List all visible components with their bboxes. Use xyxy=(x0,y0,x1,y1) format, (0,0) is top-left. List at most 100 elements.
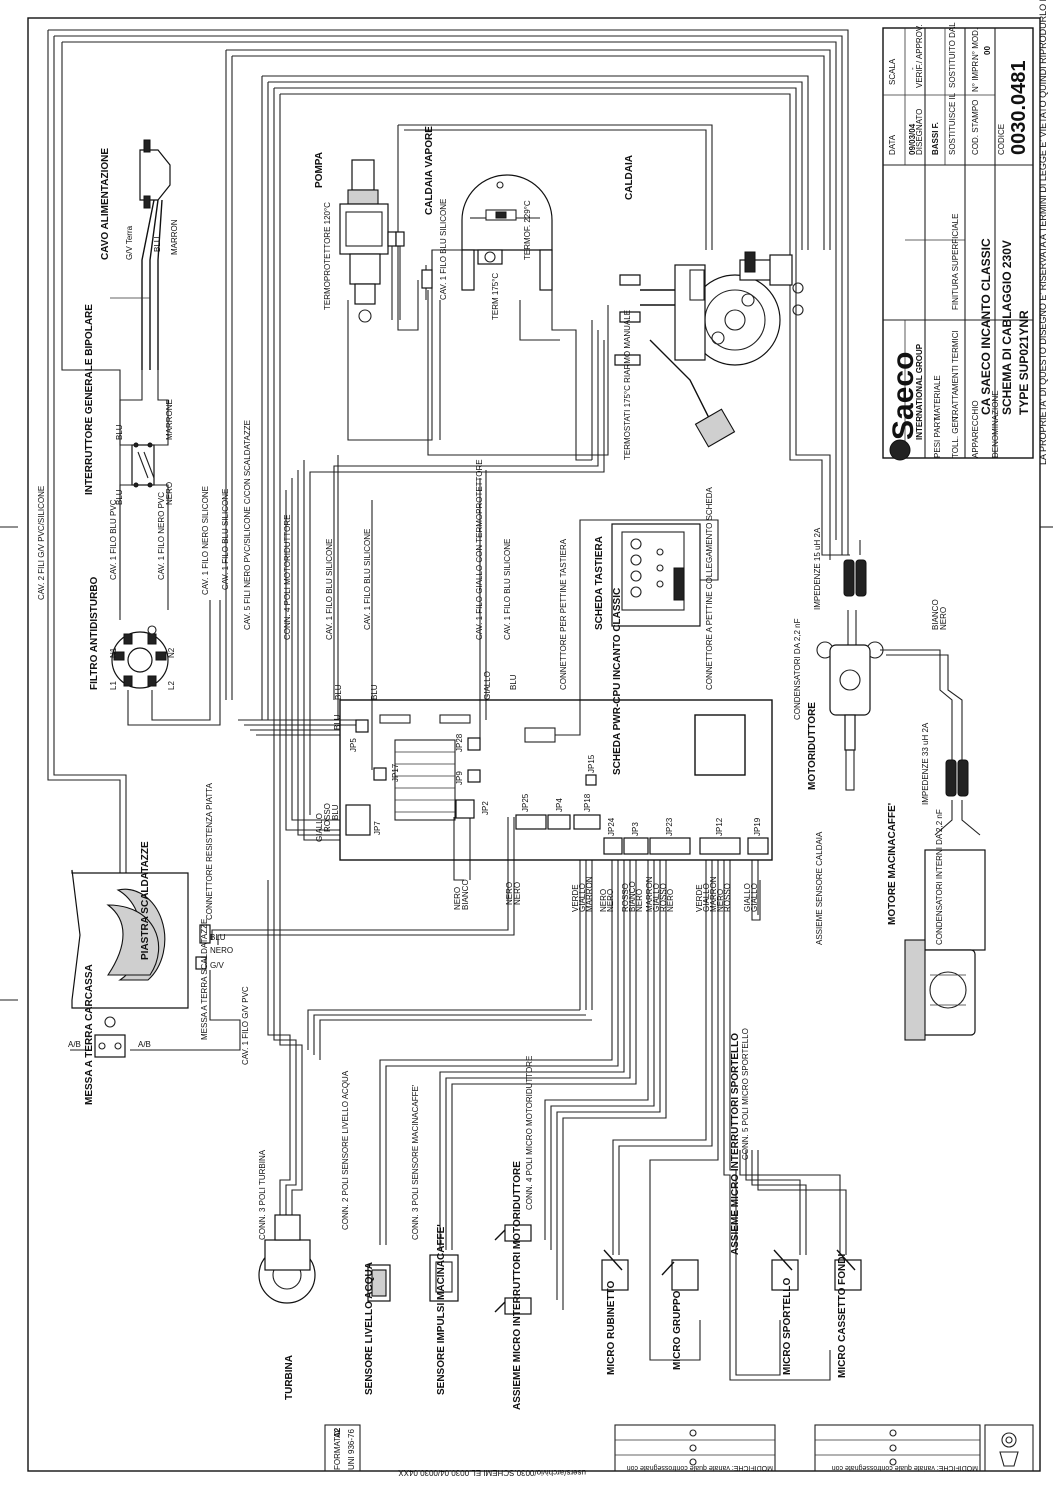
term175-label: TERM 175°C xyxy=(491,273,500,320)
marrone-label-sw: MARRONE xyxy=(165,399,174,440)
micro-gruppo-label: MICRO GRUPPO xyxy=(672,1290,683,1370)
sheet-border xyxy=(27,17,1041,1472)
jp25-label: JP25 xyxy=(521,793,530,812)
nero-label-jp2: NERO xyxy=(453,887,462,910)
giallo-label-jp7: GIALLO xyxy=(315,813,324,842)
micro-gruppo xyxy=(661,1259,699,1291)
jp12-wire-label: MARRON xyxy=(709,876,718,912)
cable-label-13: CAV. 1 FILO G/V PVC xyxy=(241,986,250,1065)
jp12-connector xyxy=(699,837,741,855)
jp17-label: JP17 xyxy=(391,763,400,782)
scheda-cpu-label: SCHEDA PWR-CPU INCANTO CLASSIC xyxy=(612,588,623,775)
cable-label-9: CAV. 1 FILO BLU SILICONE xyxy=(363,529,372,630)
n-mod-value: 00 xyxy=(983,46,992,55)
n1-label: N1 xyxy=(109,647,118,658)
jp18-wire-label: MARRON xyxy=(585,876,594,912)
piastra-scaldatazze xyxy=(71,869,211,1009)
n2-label: N2 xyxy=(167,647,176,658)
jp23-wire-label: ROSSO xyxy=(659,883,668,912)
uni-value: UNI 936-76 xyxy=(347,1429,356,1470)
jp4-label: JP4 xyxy=(555,798,564,812)
jp5-connector xyxy=(355,719,369,733)
company-sub: INTERNATIONAL GROUP xyxy=(915,343,924,440)
cable-label-7: CONN. 4 POLI MOTORIDUTTORE xyxy=(283,515,292,641)
condensatori-22-label: CONDENSATORI DA 2,2 nF xyxy=(793,618,802,720)
assieme-sensore-caldaia-label: ASSIEME SENSORE CALDAIA xyxy=(815,831,824,945)
scala-label: SCALA xyxy=(888,58,897,85)
jp23-wire-label: MARRON xyxy=(645,876,654,912)
nero-label-sw: NERO xyxy=(165,482,174,505)
connettore-per-label: CONNETTORE PER PETTINE TASTIERA xyxy=(559,538,568,690)
cable-label-11: CAV. 1 FILO BLU SILICONE xyxy=(503,539,512,640)
conn2-sensore-label: CONN. 2 POLI SENSORE LIVELLO ACQUA xyxy=(341,1070,350,1230)
micro-cassetto xyxy=(834,1249,862,1291)
impedenze-33-label: IMPEDENZE 33 uH 2A xyxy=(921,722,930,805)
blu-label-jp5: BLU xyxy=(333,714,342,730)
motoriduttore-label: MOTORIDUTTORE xyxy=(807,702,818,790)
jp28-label: JP28 xyxy=(455,733,464,752)
jp3-wire-label: NERO xyxy=(635,889,644,912)
jp4-connector xyxy=(547,814,571,830)
blu-label-top3: BLU xyxy=(509,674,518,690)
jp23-label: JP23 xyxy=(665,817,674,836)
termof-label: TERMOF. 229°C xyxy=(523,200,532,260)
turbina xyxy=(258,1214,316,1304)
filtro-label: FILTRO ANTIDISTURBO xyxy=(89,576,100,690)
l1-label: L1 xyxy=(109,681,118,690)
apparecchio-label: APPARECCHIO xyxy=(971,400,980,458)
title-block: DATA 09/03/04 SCALA - DISEGNATO BASSI F.… xyxy=(882,0,1048,465)
caldaia-vapore-label: CALDAIA VAPORE xyxy=(424,126,435,215)
finitura-label: FINITURA SUPERFICIALE xyxy=(951,214,960,310)
cod-stampo-label: COD. STAMPO xyxy=(971,100,980,155)
scala-value: - xyxy=(908,67,917,70)
codice-label: CODICE xyxy=(997,124,1006,155)
micro-sportello xyxy=(771,1249,799,1291)
jp18-label: JP18 xyxy=(583,793,592,812)
condensatori-interni-label: CONDENSATORI INTERNI DA 2,2 nF xyxy=(935,809,944,945)
jp19-wire-label: GIALLO xyxy=(743,883,752,912)
sensore-livello-label: SENSORE LIVELLO ACQUA xyxy=(364,1262,375,1395)
sostituisce-label: SOSTITUISCE IL xyxy=(948,92,957,155)
jp3-label: JP3 xyxy=(631,822,640,836)
nero-label-piastra: NERO xyxy=(210,946,233,955)
saeco-logo: Saeco INTERNATIONAL GROUP xyxy=(887,343,924,461)
jp24-wire-label: NERO xyxy=(606,889,615,912)
jp12-wire-label: ROSSO xyxy=(723,883,732,912)
ab-label-1: A/B xyxy=(68,1040,81,1049)
ab-label-2: A/B xyxy=(138,1040,151,1049)
file-path: users/archivio/0030.SCHEMI EL.0030.04/00… xyxy=(398,1468,586,1477)
data-value: 09/03/04 xyxy=(908,123,917,155)
company-name: Saeco xyxy=(887,352,920,440)
motore-macinacaffe-label: MOTORE MACINACAFFE' xyxy=(887,803,898,925)
n-mod-label: N° MOD. xyxy=(971,28,980,60)
marron-label-cord: MARRON xyxy=(170,219,179,255)
caldaia-vapore xyxy=(421,174,553,300)
caldaia xyxy=(614,251,804,448)
denominazione-label: DENOMINAZIONE xyxy=(991,390,1000,458)
bianco-label-mot: BIANCO xyxy=(931,599,940,630)
connettore-pettine-label: CONNETTORE A PETTINE COLLEGAMENTO SCHEDA xyxy=(705,486,714,690)
type-value: TYPE SUP021YNR xyxy=(1017,310,1031,415)
termostati-label: TERMOSTATI 175°C RIARMO MANUALE xyxy=(623,310,632,460)
l2-label: L2 xyxy=(167,681,176,690)
toll-label: TOLL. GEN. xyxy=(951,414,960,458)
piastra-label: PIASTRA SCALDATAZZE xyxy=(140,841,151,960)
jp12-wire-label: GIALLO xyxy=(702,883,711,912)
jp12-wire-label: VERDE xyxy=(695,884,704,912)
disegnato-label: DISEGNATO xyxy=(915,109,924,155)
jp24-label: JP24 xyxy=(607,817,616,836)
messa-terra-carcassa-label: MESSA A TERRA CARCASSA xyxy=(84,964,95,1105)
sensore-impulsi-label: SENSORE IMPULSI MACINACAFFE' xyxy=(436,1224,447,1395)
pompa xyxy=(339,159,405,323)
cable-label-1: CAV. 2 FILI G/V PVC/SILICONE xyxy=(37,486,46,600)
jp28-connector xyxy=(467,737,481,751)
cable-label-4: CAV. 1 FILO NERO SILICONE xyxy=(201,486,210,595)
caldaia-label: CALDAIA xyxy=(624,155,635,200)
cable-label-5: CAV. 1 FILO BLU SILICONE xyxy=(221,489,230,590)
blu-label-piastra: BLU xyxy=(210,933,226,942)
conn3-sensore-label: CONN. 3 POLI SENSORE MACINACAFFE' xyxy=(411,1084,420,1240)
jp24-connector xyxy=(603,837,623,855)
cable-label-6: CAV. 5 FILI NERO PVC/SILICONE C/CON SCAL… xyxy=(243,420,252,630)
jp3-wire-label: ROSSO xyxy=(621,883,630,912)
